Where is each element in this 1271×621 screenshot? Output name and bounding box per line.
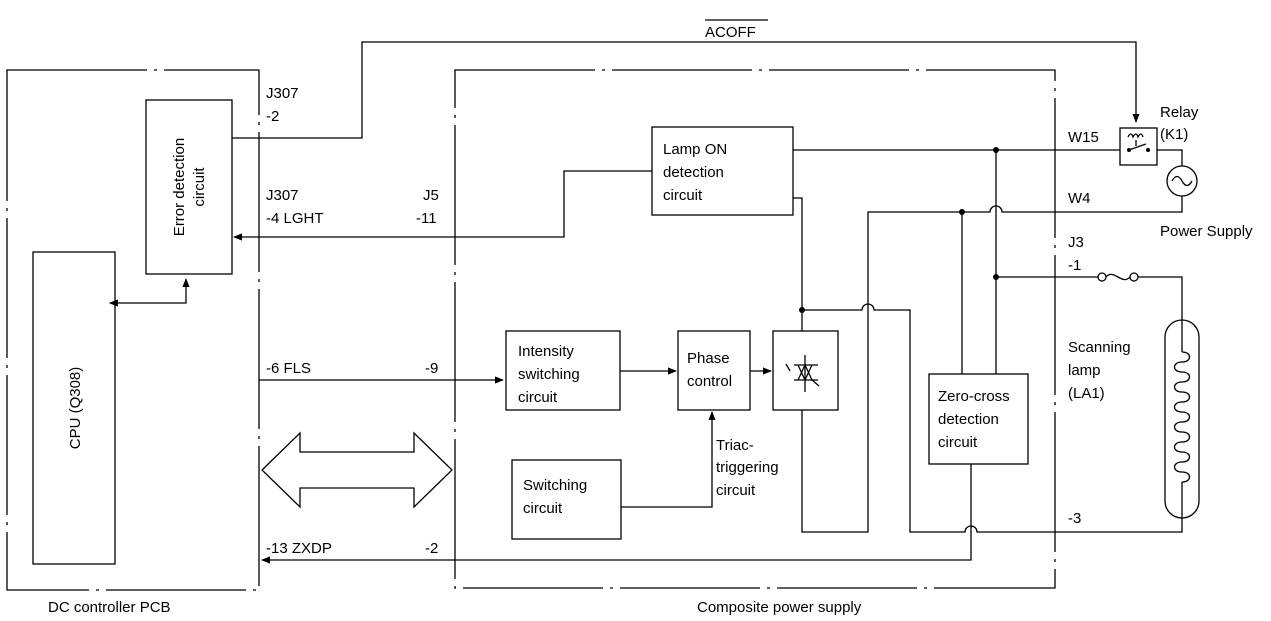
ac-source-icon [1166,165,1198,197]
lamp-on-detection-box [651,126,794,216]
dc-controller-outline [6,69,260,591]
j3-line2: -1 [1068,257,1081,274]
w4-line [801,196,1183,533]
cpu-error-link [108,278,190,307]
zxdp-line [261,464,972,564]
intensity-switching-box [505,330,621,411]
relay-icon [1119,127,1158,166]
j307-4-line2: -4 LGHT [266,210,324,227]
dc-controller-title: DC controller PCB [48,599,171,616]
zero-cross-detection-box [928,373,1029,465]
fuse-lamp-wire [1138,276,1183,320]
junction-dot [993,274,999,280]
switching-line1: Switching [523,477,587,494]
junction-dot [993,147,999,153]
fls-pin-label: -9 [425,360,438,377]
lamp-return-line [802,303,1183,533]
w15-label: W15 [1068,129,1099,146]
phase-control-box [677,330,751,411]
triac-line3: circuit [716,482,756,499]
j307-2-line1: J307 [266,85,299,102]
lamp-on-line1: Lamp ON [663,141,727,158]
phase-line2: control [687,373,732,390]
zxdp-pin-label: -2 [425,540,438,557]
j5-line1: J5 [423,187,439,204]
scanning-lamp-line1: Scanning [1068,339,1131,356]
relay-supply-wire [1157,149,1183,166]
zxdp-label: -13 ZXDP [266,540,332,557]
junction-dot [799,307,805,313]
fuse-icon [1097,272,1139,282]
triac-line2: triggering [716,459,779,476]
j3-line1: J3 [1068,234,1084,251]
composite-title: Composite power supply [697,599,862,616]
error-detection-line2: circuit [191,167,208,207]
data-bus-arrow [261,431,453,509]
intensity-line3: circuit [518,389,558,406]
lght-line [233,170,652,241]
composite-power-supply-outline [454,69,1056,589]
cpu-label: CPU (Q308) [67,367,84,450]
w4-label: W4 [1068,190,1091,207]
error-detection-label: Error detection circuit [171,138,208,236]
zero-cross-line1: Zero-cross [938,388,1010,405]
j307-4-line1: J307 [266,187,299,204]
intensity-line1: Intensity [518,343,574,360]
cpu-box [32,251,116,565]
lamp-on-line3: circuit [663,187,703,204]
zero-cross-line3: circuit [938,434,978,451]
lamp-on-sense-line [793,197,803,331]
acoff-label: ACOFF [705,24,756,41]
error-detection-line1: Error detection [171,138,188,236]
triac-line1: Triac- [716,437,754,454]
scanning-lamp-line2: lamp [1068,362,1101,379]
relay-line2: (K1) [1160,126,1188,143]
scanning-lamp-icon [1164,319,1200,519]
triac-icon [785,355,820,392]
error-detection-circuit-box [145,99,233,275]
fls-label: -6 FLS [266,360,311,377]
switching-line2: circuit [523,500,563,517]
j307-2-line2: -2 [266,108,279,125]
phase-line1: Phase [687,350,730,367]
scanning-lamp-line3: (LA1) [1068,385,1105,402]
switching-phase-link [621,411,716,508]
relay-line1: Relay [1160,104,1199,121]
power-supply-label: Power Supply [1160,223,1253,240]
intensity-line2: switching [518,366,580,383]
zero-cross-line2: detection [938,411,999,428]
switching-circuit-box [511,459,622,540]
acoff-line [232,41,1140,139]
lamp-on-line2: detection [663,164,724,181]
pin3-label: -3 [1068,510,1081,527]
junction-dot [959,209,965,215]
j5-line2: -11 [416,210,437,227]
